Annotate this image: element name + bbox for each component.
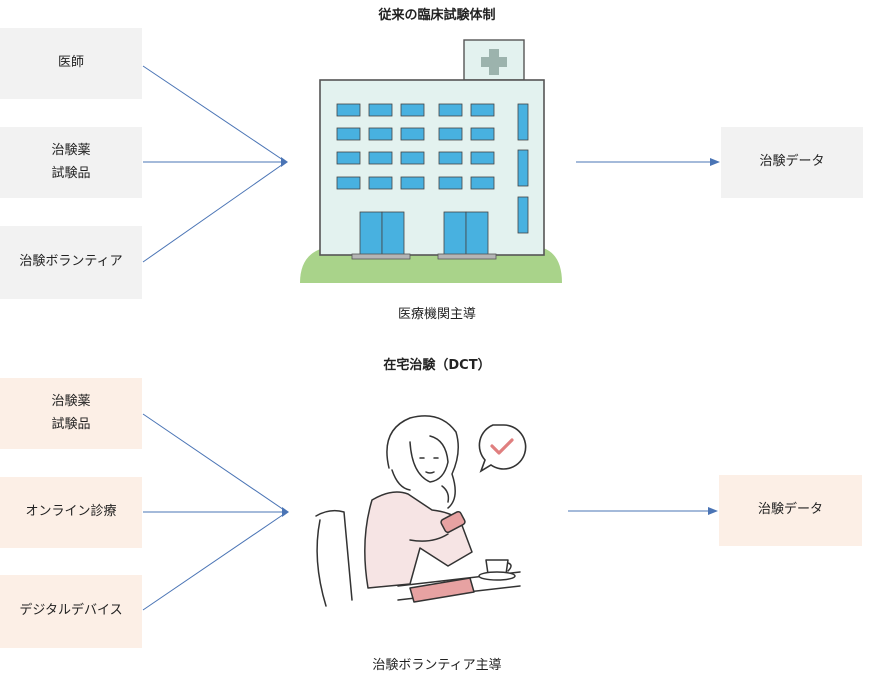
check-speech-bubble-icon	[478, 424, 527, 473]
input-label: 試験品	[51, 165, 91, 181]
input-box-online-consultation: オンライン診療	[0, 477, 142, 548]
dct-merge-arrowhead	[282, 507, 289, 517]
input-box-digital-device: デジタルデバイス	[0, 575, 142, 648]
output-label: 治験データ	[757, 502, 823, 518]
input-box-doctor: 医師	[0, 28, 142, 99]
input-box-drug: 治験薬 試験品	[0, 127, 142, 198]
output-box-trial-data: 治験データ	[721, 127, 863, 198]
dct-caption: 治験ボランティア主導	[372, 658, 502, 673]
input-label: 治験薬	[51, 393, 91, 409]
input-label: デジタルデバイス	[19, 603, 123, 619]
traditional-merge-arrowhead	[281, 157, 288, 167]
traditional-title: 従来の臨床試験体制	[378, 8, 496, 23]
input-box-volunteer: 治験ボランティア	[0, 226, 142, 299]
input-label: 治験ボランティア	[19, 254, 123, 270]
output-box-trial-data: 治験データ	[719, 475, 862, 546]
woman-with-smartphone-illustration	[315, 415, 521, 607]
hospital-icon	[300, 39, 562, 283]
dct-connector-lines	[142, 413, 288, 611]
dct-title: 在宅治験（DCT）	[383, 358, 491, 373]
output-label: 治験データ	[759, 154, 825, 170]
input-label: 医師	[57, 55, 84, 71]
traditional-caption: 医療機関主導	[397, 307, 476, 322]
input-label: 治験薬	[51, 142, 91, 158]
input-label: 試験品	[51, 416, 91, 432]
input-label: オンライン診療	[25, 504, 117, 520]
input-box-drug: 治験薬 試験品	[0, 378, 142, 449]
traditional-connector-lines	[142, 65, 287, 263]
